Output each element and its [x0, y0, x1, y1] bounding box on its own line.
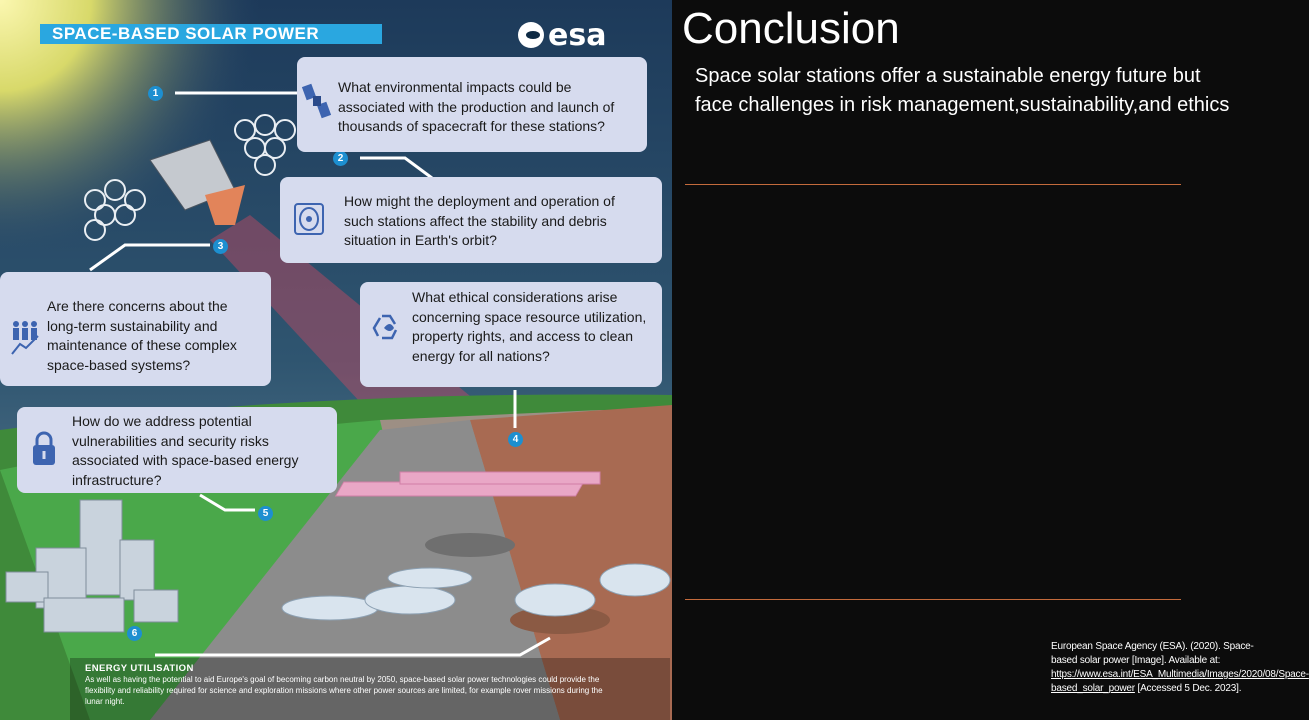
energy-utilisation-text: As well as having the potential to aid E… [85, 675, 603, 706]
image-citation: European Space Agency (ESA). (2020). Spa… [1051, 640, 1309, 696]
marker-1: 1 [148, 86, 163, 101]
esa-logo-mark-icon [518, 22, 544, 48]
orbit-debris-icon [294, 203, 324, 235]
divider-bottom [685, 599, 1181, 600]
question-text-ethics: What ethical considerations arise concer… [412, 289, 647, 364]
satellite-icon [301, 83, 332, 119]
question-card-security: How do we address potential vulnerabilit… [17, 407, 337, 493]
question-text-environmental: What environmental impacts could be asso… [338, 79, 615, 134]
infographic-image: SPACE-BASED SOLAR POWER esa 1 2 3 4 5 6 … [0, 0, 672, 720]
energy-utilisation-caption: ENERGY UTILISATION As well as having the… [85, 663, 605, 707]
infographic-banner-title: SPACE-BASED SOLAR POWER [40, 24, 382, 44]
team-growth-icon [11, 321, 39, 355]
question-card-ethics: What ethical considerations arise concer… [360, 282, 662, 387]
question-card-orbit-debris: How might the deployment and operation o… [280, 177, 662, 263]
recycle-icon [372, 314, 398, 340]
marker-3: 3 [213, 239, 228, 254]
citation-source: European Space Agency (ESA). (2020). Spa… [1051, 641, 1254, 666]
citation-url-link[interactable]: https://www.esa.int/ESA_Multimedia/Image… [1051, 669, 1309, 694]
marker-2: 2 [333, 151, 348, 166]
esa-logo: esa [518, 18, 606, 53]
esa-logo-text: esa [548, 18, 607, 53]
question-text-security: How do we address potential vulnerabilit… [72, 413, 299, 488]
question-text-sustainability: Are there concerns about the long-term s… [47, 298, 237, 373]
energy-utilisation-heading: ENERGY UTILISATION [85, 663, 194, 674]
marker-5: 5 [258, 506, 273, 521]
question-card-environmental: What environmental impacts could be asso… [297, 57, 647, 152]
marker-4: 4 [508, 432, 523, 447]
citation-accessed: [Accessed 5 Dec. 2023]. [1137, 683, 1242, 694]
divider-top [685, 184, 1181, 185]
question-text-orbit-debris: How might the deployment and operation o… [344, 193, 615, 248]
slide-body-text: Space solar stations offer a sustainable… [695, 65, 1230, 116]
question-card-sustainability: Are there concerns about the long-term s… [0, 272, 271, 386]
lock-icon [33, 431, 55, 465]
slide-title: Conclusion [682, 4, 900, 53]
marker-6: 6 [127, 626, 142, 641]
